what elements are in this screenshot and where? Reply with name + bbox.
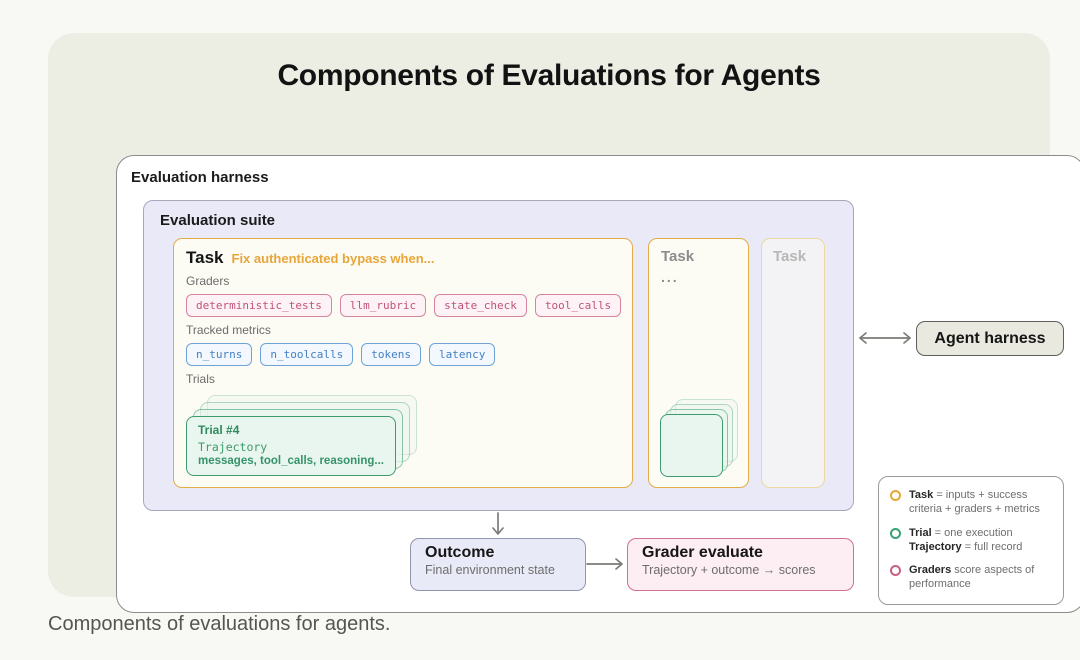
grader-pill: llm_rubric <box>339 294 427 317</box>
metric-pill: n_toolcalls <box>260 343 354 366</box>
trial-square-stack <box>660 398 740 478</box>
task-box-primary: Task Fix authenticated bypass when... Gr… <box>173 238 633 488</box>
graders-pill-row: deterministic_tests llm_rubric state_check… <box>186 294 622 317</box>
grader-pill: state_check <box>434 294 527 317</box>
task-ellipsis: ... <box>661 269 679 285</box>
grader-evaluate-box: Grader evaluate Trajectory + outcome → s… <box>627 538 854 591</box>
trial-card-stack: Trial #4 Trajectory messages, tool_calls… <box>186 394 436 476</box>
legend-ring-icon <box>890 527 901 539</box>
trial-detail: messages, tool_calls, reasoning... <box>198 455 384 467</box>
metric-pill: n_turns <box>186 343 253 366</box>
task-title: Task <box>661 248 695 265</box>
legend-box: Task = inputs + success criteria + grade… <box>878 476 1064 605</box>
figure-caption: Components of evaluations for agents. <box>48 613 391 635</box>
agent-harness-box: Agent harness <box>916 321 1064 356</box>
trial-title: Trial #4 <box>198 423 240 437</box>
trial-card: Trial #4 Trajectory messages, tool_calls… <box>186 416 396 476</box>
trials-label: Trials <box>186 372 215 386</box>
figure-card: Components of Evaluations for Agents Eva… <box>48 33 1080 613</box>
down-arrow <box>492 512 504 535</box>
outcome-box: Outcome Final environment state <box>410 538 586 591</box>
trial-trajectory-label: Trajectory <box>198 440 268 454</box>
task-box-secondary: Task ... <box>648 238 749 488</box>
evaluation-harness-label: Evaluation harness <box>131 169 269 186</box>
metric-pill: tokens <box>361 343 421 366</box>
outcome-title: Outcome <box>425 544 495 561</box>
grader-evaluate-subtitle: Trajectory + outcome → scores <box>642 563 816 577</box>
legend-ring-icon <box>890 565 901 577</box>
figure-title: Components of Evaluations for Agents <box>277 59 821 92</box>
task-title: Task <box>773 248 807 265</box>
legend-item-text: Task = inputs + success criteria + grade… <box>909 489 1040 516</box>
legend-item: Graders score aspects of performance <box>890 563 1052 592</box>
grader-pill: tool_calls <box>534 294 622 317</box>
task-title: Task <box>186 248 224 267</box>
grader-pill: deterministic_tests <box>186 294 332 317</box>
right-arrow <box>586 558 623 570</box>
trial-square <box>660 414 723 477</box>
grader-evaluate-title: Grader evaluate <box>642 544 763 561</box>
tracked-metrics-label: Tracked metrics <box>186 323 271 337</box>
graders-label: Graders <box>186 274 230 288</box>
task-description: Fix authenticated bypass when... <box>231 251 435 266</box>
task-box-faded: Task <box>761 238 825 488</box>
metrics-pill-row: n_turns n_toolcalls tokens latency <box>186 343 620 366</box>
double-arrow <box>859 332 911 344</box>
legend-ring-icon <box>890 490 901 501</box>
task-header: Task Fix authenticated bypass when... <box>186 248 620 268</box>
evaluation-suite-label: Evaluation suite <box>160 212 276 229</box>
legend-item: Task = inputs + success criteria + grade… <box>890 488 1052 517</box>
metric-pill: latency <box>428 343 496 366</box>
outcome-subtitle: Final environment state <box>425 563 555 577</box>
legend-item-text: Graders score aspects of performance <box>909 564 1035 591</box>
